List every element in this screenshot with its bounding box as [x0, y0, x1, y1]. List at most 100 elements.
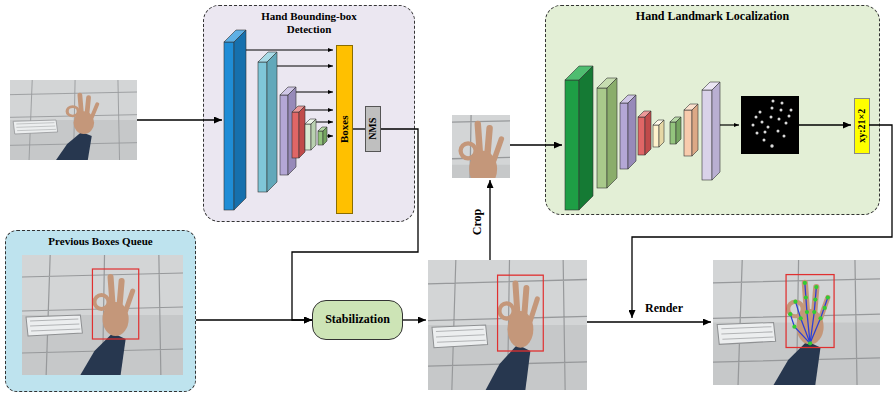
rendered-image: [792, 325, 796, 329]
cnn-layers: [628, 95, 636, 169]
cnn-layers: [620, 103, 628, 169]
heatmap-image: [772, 100, 775, 103]
flow-arrow: [799, 124, 851, 125]
flow-arrow: [489, 180, 490, 260]
connector: [353, 128, 365, 129]
cnn-layers: [565, 80, 579, 210]
queue-image: [22, 255, 183, 375]
box-label: Stabilization: [325, 313, 390, 327]
cnn-layers: [645, 111, 651, 155]
cnn-layers: [702, 90, 712, 180]
rendered-image: [804, 295, 808, 299]
rendered-image: [788, 312, 792, 316]
box-label: xy:21×2: [856, 109, 868, 143]
cnn-layers: [224, 42, 234, 210]
cnn-layers: [565, 66, 720, 210]
skip-arrows: [246, 50, 333, 136]
rendered-image: [808, 341, 812, 345]
heatmap-image: [752, 100, 793, 148]
heatmap-image: [763, 139, 766, 142]
heatmap-image: [783, 135, 786, 138]
cnn-layers: [305, 124, 311, 150]
skip-arrows: [296, 92, 333, 93]
heatmap-image: [767, 126, 770, 129]
heatmap-image: [771, 107, 774, 110]
rendered-image: [812, 310, 816, 314]
flow-arrow: [137, 119, 222, 120]
heatmap-image: [781, 102, 784, 105]
heatmap-image: [780, 109, 783, 112]
cnn-layers: [311, 119, 316, 150]
cnn-layers: [653, 125, 659, 147]
rendered-image: [810, 298, 828, 344]
cnn-layers: [280, 95, 288, 175]
crop-image: [383, 100, 555, 229]
flow-arrow: [720, 124, 739, 125]
stabilized-image: [428, 260, 587, 390]
cnn-layers: [607, 78, 617, 188]
input-image: [10, 80, 137, 160]
heatmap-image: [755, 116, 758, 119]
rendered-image: [813, 298, 817, 302]
flow-arrow: [403, 319, 426, 320]
heatmap-image: [790, 109, 793, 112]
heatmap-image: [764, 131, 767, 134]
rendered-image: [788, 281, 830, 346]
stabilized-image: [428, 260, 587, 390]
rendered-image: [814, 285, 818, 289]
rendered-image: [803, 281, 807, 285]
heatmap-image: [759, 111, 762, 114]
cnn-layers: [234, 30, 246, 210]
heatmap-image: [741, 96, 799, 154]
heatmap-image: [752, 124, 755, 127]
skip-arrows: [277, 66, 333, 67]
box-label: Boxes: [338, 116, 351, 144]
cnn-layers: [224, 30, 327, 210]
cnn-layers: [258, 62, 267, 192]
flow-arrow: [510, 144, 562, 145]
rendered-image: [790, 283, 828, 343]
heatmap-image: [741, 96, 799, 154]
cnn-layers: [712, 82, 720, 180]
panel-heading: Hand Landmark Localization: [563, 6, 863, 24]
heatmap-image: [756, 132, 759, 135]
crop-image: [383, 100, 555, 229]
stabilized-image: [498, 275, 544, 351]
rendered-image: [790, 314, 810, 343]
rendered-image: [795, 302, 810, 344]
cnn-layers: [299, 106, 305, 158]
panel-heading: Previous Boxes Queue: [13, 231, 188, 248]
flow-arrow: [587, 321, 711, 322]
skip-arrows: [327, 136, 333, 137]
cnn-layers: [659, 120, 664, 147]
step-label: Crop: [471, 209, 485, 235]
rendered-image: [818, 316, 822, 320]
cnn-layers: [676, 117, 681, 144]
cnn-layers: [684, 110, 692, 156]
nms-block: NMS: [365, 106, 381, 152]
cnn-layers: [579, 66, 593, 210]
rendered-image: [713, 260, 880, 385]
cnn-layers: [670, 122, 676, 144]
rendered-image: [713, 260, 880, 385]
heatmap-image: [770, 144, 773, 147]
cnn-layers: [318, 131, 323, 145]
output-bar: Boxes: [336, 45, 353, 214]
rendered-image: [786, 275, 834, 348]
panel-heading: Hand Bounding-box Detection: [249, 6, 369, 35]
heatmap-image: [777, 130, 780, 133]
step-label: Render: [645, 302, 683, 316]
queue-image: [22, 255, 183, 375]
rendered-image: [823, 306, 827, 310]
box-label: NMS: [367, 118, 379, 140]
input-image: [10, 80, 137, 160]
cnn-layers: [292, 112, 299, 158]
skip-arrows: [246, 50, 333, 51]
heatmap-image: [785, 122, 788, 125]
cnn-layers: [597, 88, 607, 188]
rendered-image: [799, 316, 803, 320]
skip-arrows: [305, 110, 333, 111]
